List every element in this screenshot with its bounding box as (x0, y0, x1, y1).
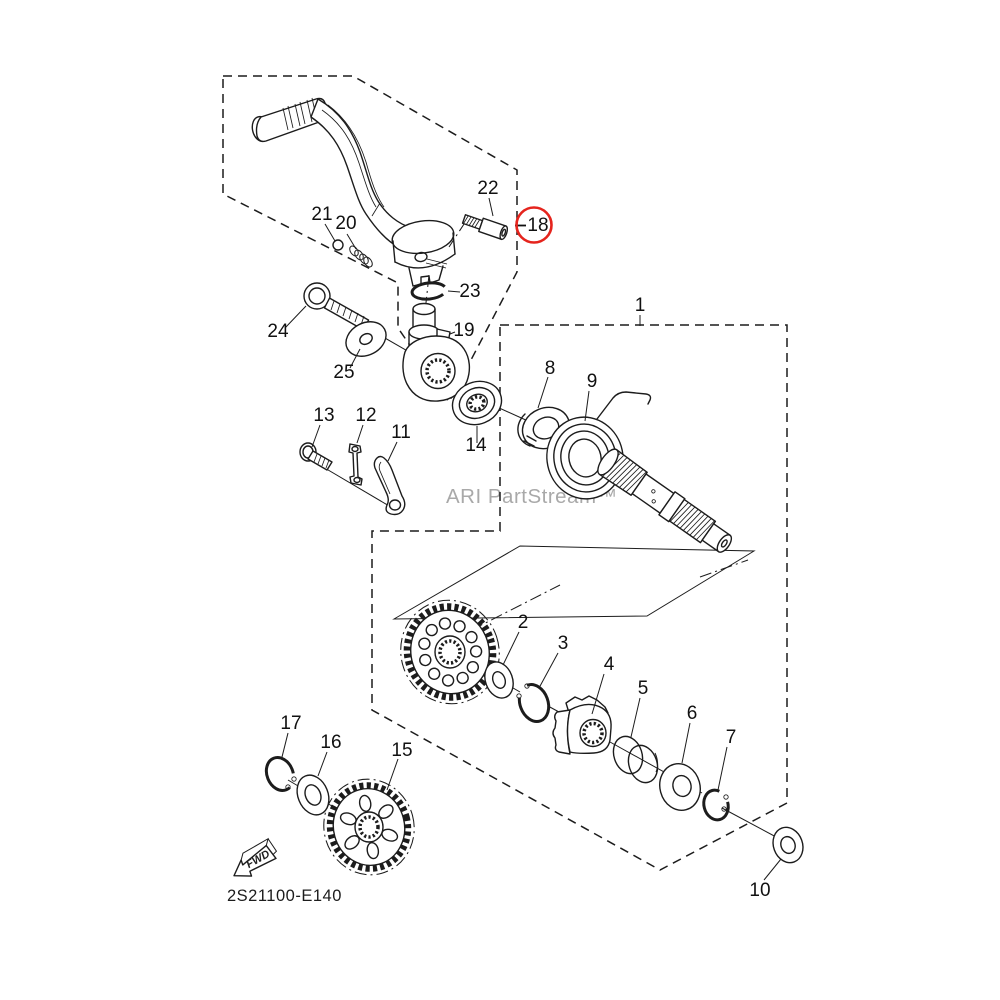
callout-21[interactable]: 21 (311, 204, 332, 225)
callout-3[interactable]: 3 (558, 633, 569, 654)
part-7-circlip (702, 788, 730, 822)
part-25-washer (345, 321, 387, 357)
part-13-bolt (299, 442, 333, 471)
callout-13[interactable]: 13 (313, 405, 334, 426)
part-23-circlip (410, 281, 448, 301)
part-11-stopper (373, 455, 406, 516)
part-24-bolt (303, 282, 370, 331)
kick-crank-assembly-box (222, 75, 518, 404)
callout-2[interactable]: 2 (518, 612, 529, 633)
part-17-circlip (264, 756, 297, 792)
callout-7[interactable]: 7 (726, 727, 737, 748)
part-20-spring (349, 245, 373, 268)
part-10-washer (772, 826, 804, 864)
callout-22[interactable]: 22 (477, 178, 498, 199)
part-kick-axle-shaft (597, 448, 733, 553)
mounting-plane (392, 545, 756, 620)
part-21-ball (332, 239, 344, 251)
assembly-box-1 (371, 324, 788, 871)
part-6-washer (659, 763, 701, 811)
part-22-bolt (461, 214, 509, 241)
part-5-spring (612, 735, 659, 784)
part-14-bearing (451, 380, 503, 426)
callout-11[interactable]: 11 (391, 422, 411, 443)
callout-19[interactable]: 19 (453, 320, 474, 341)
callout-1[interactable]: 1 (635, 295, 646, 316)
callout-20[interactable]: 20 (335, 213, 356, 234)
callout-5[interactable]: 5 (638, 678, 649, 699)
part-19-housing (402, 302, 471, 402)
callout-18: 18 (527, 215, 548, 236)
callout-17[interactable]: 17 (280, 713, 301, 734)
callout-14[interactable]: 14 (465, 435, 487, 456)
callout-24[interactable]: 24 (267, 321, 289, 342)
callout-12[interactable]: 12 (355, 405, 376, 426)
part-4-ratchet (552, 695, 612, 755)
callout-9[interactable]: 9 (587, 371, 598, 392)
part-idle-gear (400, 599, 500, 705)
callout-15[interactable]: 15 (391, 740, 412, 761)
part-2-washer (484, 661, 514, 699)
clamp-bolt-hole (414, 251, 428, 263)
lever-ratchet-lug (408, 265, 444, 287)
highlight-circle (515, 206, 553, 244)
callout-4[interactable]: 4 (604, 654, 615, 675)
axis-lines (287, 306, 779, 839)
callout-6[interactable]: 6 (687, 703, 698, 724)
part-15-gear (323, 778, 415, 876)
callout-16[interactable]: 16 (320, 732, 341, 753)
callout-8[interactable]: 8 (545, 358, 556, 379)
part-3-circlip (516, 683, 551, 723)
part-code: 2S21100-E140 (227, 887, 342, 905)
highlighted-callout-18[interactable]: 18 (515, 206, 553, 244)
part-16-washer (296, 774, 330, 816)
fwd-arrow: FWD (233, 837, 278, 877)
callouts: 1 2 3 4 5 6 7 8 9 10 11 12 13 14 15 16 1… (267, 178, 770, 901)
part-kick-lever (251, 97, 456, 287)
callout-23[interactable]: 23 (459, 281, 480, 302)
part-12-bracket (348, 443, 363, 486)
callout-25[interactable]: 25 (333, 362, 354, 383)
part-9-spring (546, 391, 652, 500)
callout-10[interactable]: 10 (749, 880, 770, 901)
leader-lines (281, 197, 782, 881)
